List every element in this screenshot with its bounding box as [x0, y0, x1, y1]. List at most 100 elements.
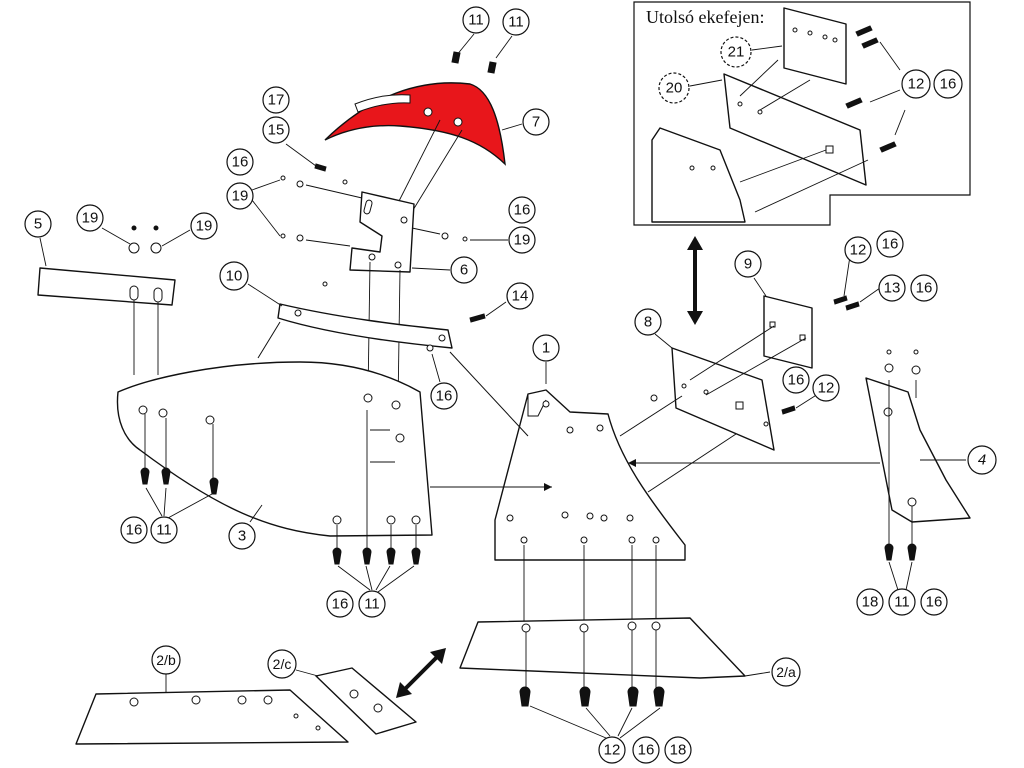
part-6-bracket [349, 191, 415, 273]
svg-text:7: 7 [532, 114, 540, 131]
callout-11-top-b: 11 [495, 8, 530, 59]
part-2b-share [75, 689, 349, 745]
svg-text:12: 12 [908, 76, 925, 93]
callout-12-part9: 12 [843, 236, 872, 297]
callout-15: 15 [262, 116, 317, 167]
svg-text:2/c: 2/c [273, 656, 292, 672]
part-2c-point [315, 667, 417, 735]
part-2a-bolts [519, 686, 665, 707]
svg-text:16: 16 [332, 596, 349, 613]
svg-text:15: 15 [268, 122, 285, 139]
callout-8: 8 [634, 308, 673, 349]
svg-text:16: 16 [926, 594, 943, 611]
callout-12-part8: 12 [795, 374, 840, 409]
svg-text:20: 20 [666, 80, 683, 97]
callout-2a: 2/a [744, 657, 801, 687]
callout-3: 3 [228, 504, 263, 550]
callout-1: 1 [532, 334, 560, 384]
inset-plate-21 [783, 7, 847, 85]
callout-19-part5-a: 19 [76, 204, 131, 245]
svg-text:6: 6 [460, 262, 468, 279]
part-1-frog [494, 389, 686, 561]
callout-16-part9: 16 [876, 230, 904, 258]
svg-text:11: 11 [508, 14, 524, 31]
svg-text:12: 12 [818, 380, 835, 397]
svg-text:11: 11 [156, 522, 172, 539]
callout-16-inset: 16 [933, 69, 963, 99]
callout-11-left-bottom: 11 [145, 487, 213, 544]
callout-6: 6 [411, 256, 478, 284]
svg-text:19: 19 [514, 232, 531, 249]
callout-16-right-bottom: 16 [920, 588, 948, 616]
callout-16-part10: 16 [430, 353, 458, 410]
callout-16-part8: 16 [782, 366, 810, 394]
part-2a-share [459, 617, 746, 679]
svg-text:16: 16 [940, 76, 957, 93]
svg-text:1: 1 [542, 340, 550, 357]
svg-text:16: 16 [514, 202, 531, 219]
callout-16-part9-b: 16 [910, 274, 938, 302]
callout-5: 5 [24, 210, 52, 267]
part-3-bolts [140, 467, 421, 565]
callout-19-right: 19 [470, 226, 536, 254]
callout-11-right: 11 [888, 561, 916, 616]
callout-7: 7 [501, 108, 550, 136]
callout-19-left: 19 [226, 179, 281, 237]
svg-text:19: 19 [232, 188, 249, 205]
callout-14: 14 [485, 282, 534, 317]
svg-text:11: 11 [894, 594, 910, 611]
part-5-bar [37, 267, 176, 306]
callout-20: 20 [658, 72, 723, 104]
svg-text:18: 18 [862, 594, 879, 611]
svg-text:19: 19 [196, 218, 213, 235]
svg-text:9: 9 [744, 256, 752, 273]
part-9-plate [763, 295, 813, 369]
callout-11-top-a: 11 [455, 6, 490, 57]
washers-near-part-6 [280, 163, 468, 247]
svg-text:17: 17 [268, 92, 285, 109]
svg-text:14: 14 [512, 288, 529, 305]
svg-text:8: 8 [644, 314, 652, 331]
callout-16-left: 16 [226, 148, 254, 176]
callout-13: 13 [859, 274, 906, 303]
svg-text:3: 3 [238, 528, 246, 545]
svg-text:16: 16 [882, 236, 899, 253]
callout-11-mid-bottom: 11 [337, 565, 415, 618]
part-7-shin-red [324, 82, 506, 166]
svg-text:18: 18 [670, 742, 687, 759]
svg-text:13: 13 [884, 280, 901, 297]
part-3-mouldboard [116, 361, 433, 537]
svg-text:10: 10 [226, 268, 243, 285]
svg-text:16: 16 [126, 522, 143, 539]
inset-plate-20 [723, 73, 867, 186]
callout-16-left-bottom: 16 [120, 516, 148, 544]
callout-9: 9 [734, 250, 767, 297]
svg-text:2/b: 2/b [156, 652, 176, 668]
callout-4: 4 [920, 445, 997, 475]
callout-16-bottom: 16 [632, 736, 660, 764]
callout-18-bottom: 18 [664, 736, 692, 764]
callout-21: 21 [720, 36, 783, 68]
svg-text:4: 4 [978, 452, 986, 469]
callout-2b: 2/b [151, 645, 181, 692]
assembly-arrows [257, 236, 880, 698]
inset-title: Utolsó ekefejen: [646, 7, 764, 27]
callout-10: 10 [219, 261, 283, 307]
inset-box: Utolsó ekefejen: [633, 1, 971, 226]
svg-text:12: 12 [604, 742, 621, 759]
svg-text:16: 16 [916, 280, 933, 297]
svg-text:16: 16 [788, 372, 805, 389]
svg-text:16: 16 [232, 154, 249, 171]
svg-text:11: 11 [468, 12, 484, 29]
part-3-holes [138, 393, 421, 525]
svg-text:12: 12 [850, 242, 867, 259]
callout-16-right: 16 [508, 196, 536, 224]
part-10-stay [277, 303, 453, 349]
svg-text:21: 21 [728, 44, 745, 61]
svg-text:16: 16 [436, 388, 453, 405]
inset-share-outline [651, 127, 746, 223]
svg-text:19: 19 [82, 210, 99, 227]
callout-19-part5-b: 19 [161, 212, 218, 247]
inset-bolts [845, 25, 897, 153]
